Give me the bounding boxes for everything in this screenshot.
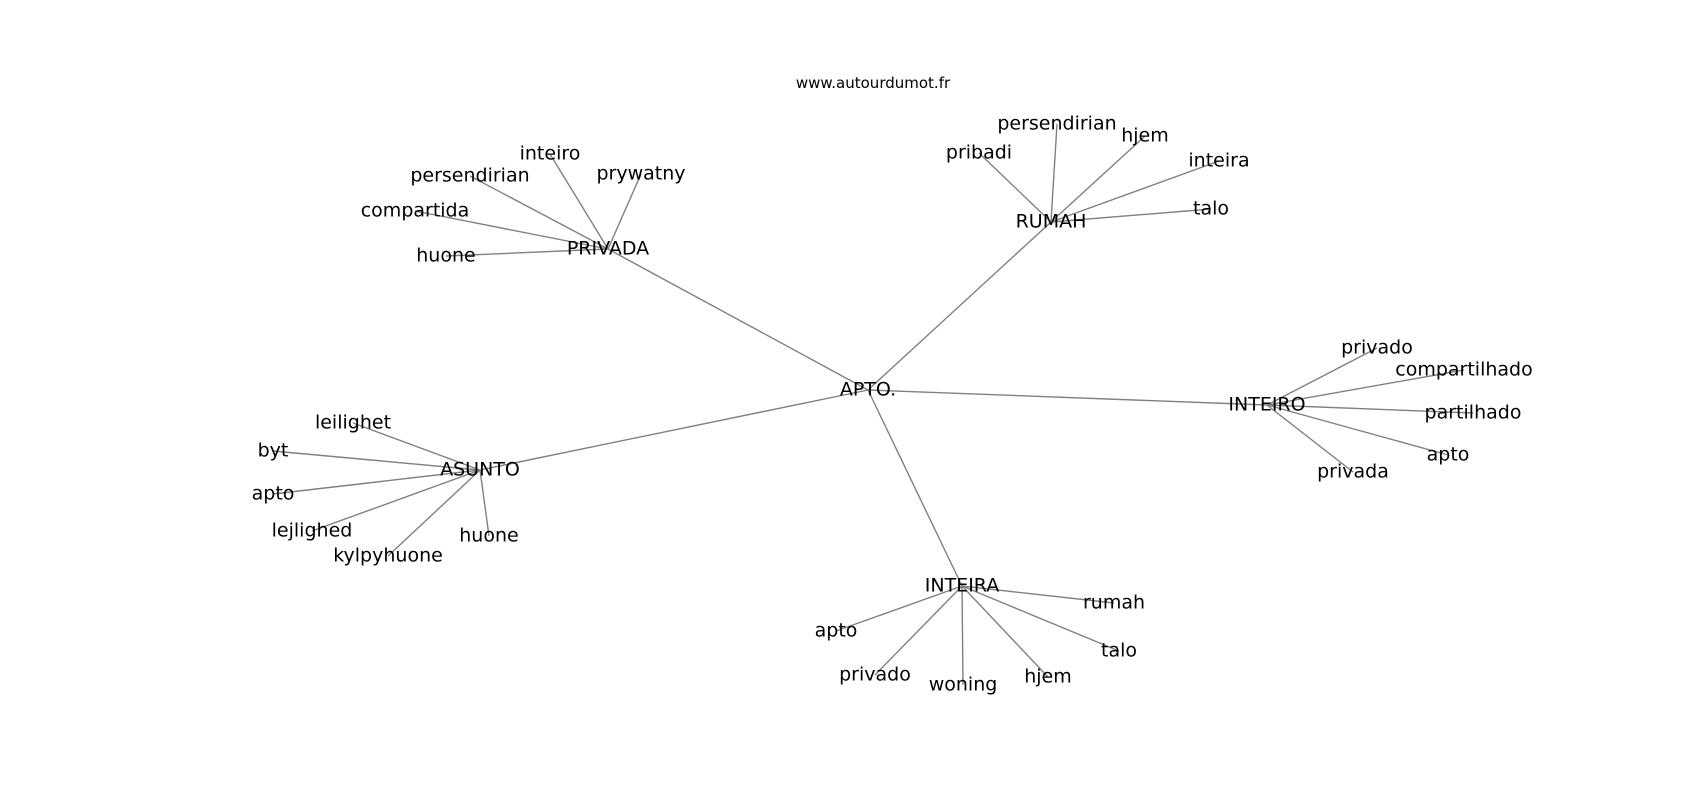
watermark: www.autourdumot.fr [796,74,951,92]
edge-rumah-talo [1050,208,1212,223]
leaf-node: apto [252,483,295,505]
leaf-node: talo [1101,640,1137,662]
leaf-node: apto [815,620,858,642]
leaf-node: hjem [1024,666,1072,688]
edge-rumah-persendirian [1050,123,1058,223]
leaf-node: privado [839,664,911,686]
edge-inteiro-partilhado [1266,404,1474,414]
center-node: APTO. [840,379,896,401]
leaf-node: kylpyhuone [333,545,443,567]
edge-privada-compartida [414,210,609,250]
leaf-node: huone [416,245,475,267]
graph-edges [272,123,1474,686]
edge-rumah-hjem [1050,135,1146,223]
hub-node-asunto: ASUNTO [440,459,520,481]
leaf-node: persendirian [997,113,1116,135]
edge-inteiro-apto [1266,404,1449,456]
edge-inteira-hjem [961,585,1049,678]
edge-asunto-apto [272,469,481,495]
edge-inteira-woning [961,585,964,686]
edge-privada-inteiro [549,153,609,250]
edge-rumah-inteira [1050,160,1220,223]
edge-center-privada [607,248,869,391]
leaf-node: partilhado [1425,402,1522,424]
leaf-node: pribadi [946,142,1012,164]
edge-rumah-pribadi [978,152,1052,223]
edge-asunto-leilighet [352,422,481,471]
edge-inteira-talo [961,585,1120,652]
leaf-node: inteira [1188,150,1249,172]
edge-center-rumah [867,221,1052,391]
leaf-node: compartida [361,200,470,222]
leaf-node: rumah [1083,592,1145,614]
hub-node-rumah: RUMAH [1016,211,1087,233]
edge-asunto-kylpyhuone [387,469,481,557]
leaf-node: apto [1427,444,1470,466]
leaf-node: lejlighed [272,520,353,542]
edge-inteira-apto [835,585,963,632]
edge-inteira-rumah [961,585,1115,604]
edge-center-asunto [479,389,869,471]
edge-center-inteiro [867,389,1268,406]
leaf-node: compartilhado [1395,359,1532,381]
edge-privada-huone [445,248,609,257]
edge-privada-prywatny [607,173,642,250]
leaf-node: leilighet [315,412,391,434]
leaf-node: persendirian [410,165,529,187]
leaf-node: privado [1341,337,1413,359]
edge-asunto-huone [479,469,490,537]
edge-inteiro-compartilhado [1266,369,1465,406]
graph-nodes: APTO. PRIVADA inteiro prywatny persendirian c… [252,113,1533,696]
leaf-node: talo [1193,198,1229,220]
edge-asunto-byt [272,450,481,471]
hub-node-privada: PRIVADA [567,238,649,260]
leaf-node: inteiro [520,143,581,165]
edge-privada-persendirian [469,175,609,250]
edge-asunto-lejlighed [311,469,481,532]
edge-inteiro-privada [1266,404,1354,473]
hub-node-inteira: INTEIRA [925,575,999,597]
hub-node-inteiro: INTEIRO [1228,394,1305,416]
leaf-node: prywatny [596,163,685,185]
edge-inteira-privado [874,585,963,676]
edge-inteiro-privado [1266,347,1378,406]
edge-center-inteira [867,389,963,587]
leaf-node: hjem [1121,125,1169,147]
leaf-node: byt [258,440,289,462]
leaf-node: privada [1317,461,1389,483]
leaf-node: woning [929,674,998,696]
leaf-node: huone [459,525,518,547]
